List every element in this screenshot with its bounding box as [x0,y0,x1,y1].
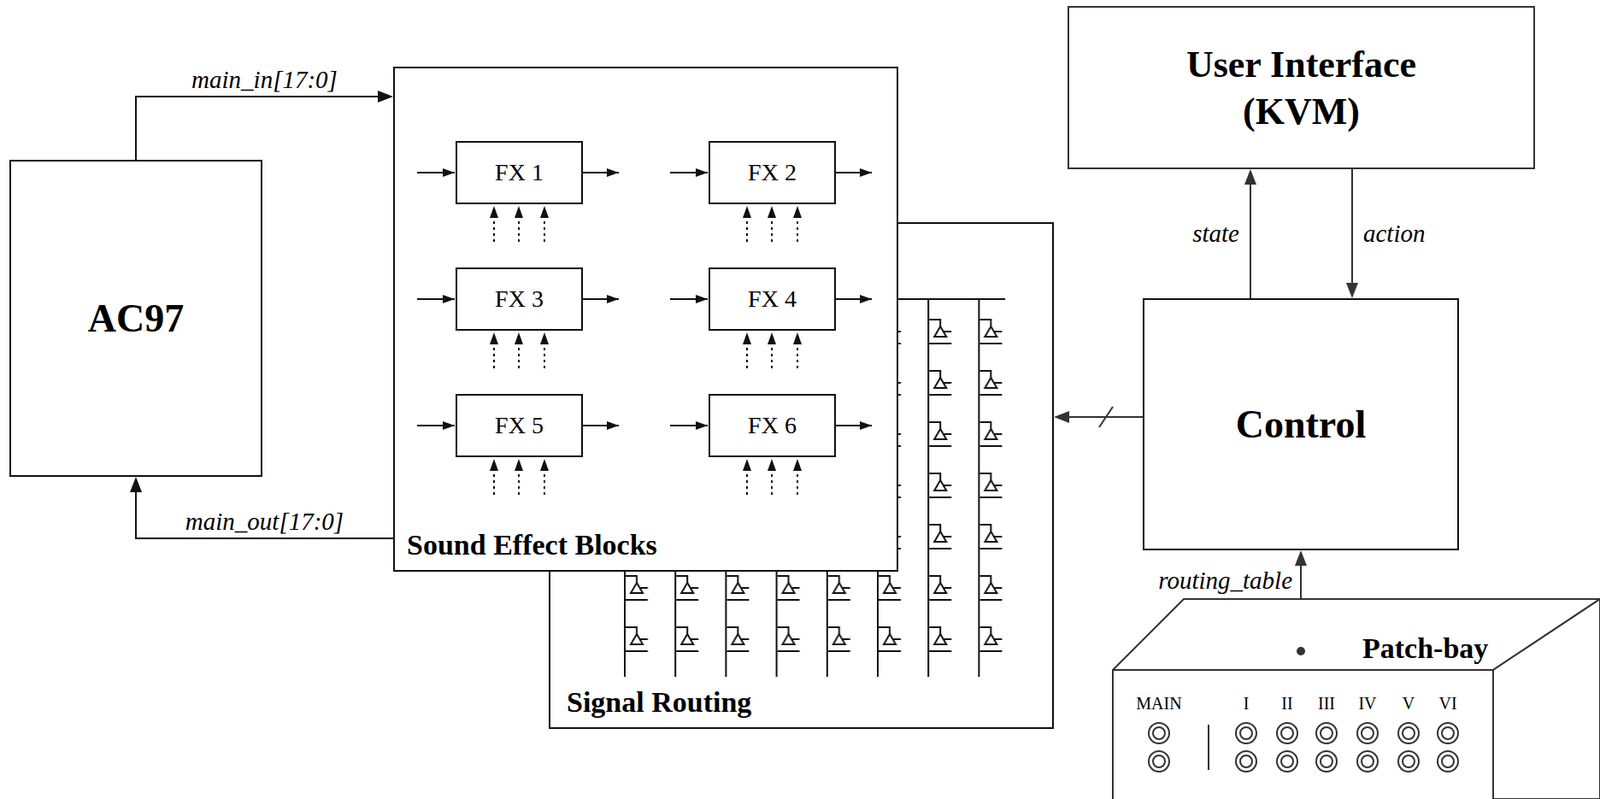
heading-holder: Sound Effect Blocks [406,528,658,564]
jack-socket [1316,723,1337,744]
jack-label: VI [1438,694,1457,714]
jack-socket [1235,723,1257,744]
jack-socket [1240,727,1253,740]
label-holder: Patch-bay [1362,631,1489,665]
panel-heading: Signal Routing [566,686,752,718]
patch-bay: Patch-bayMAINIIIIIIIVVVI [1111,598,1600,799]
connector [1244,169,1257,299]
jack-socket [1398,723,1419,744]
label-holder: I [1243,694,1250,714]
codec-box: AC97 [9,159,263,477]
jack-socket [1276,751,1298,772]
jack-label: IV [1358,694,1377,714]
signal-label: action [1360,220,1429,248]
output-dot [1296,647,1306,656]
jack-socket [1398,751,1419,772]
jack-socket [1281,727,1294,740]
crossbar-matrix [624,299,1030,677]
jack-socket [1402,755,1415,768]
bus-lines [624,299,1006,677]
jack-label: II [1281,694,1293,714]
jack-socket [1281,755,1294,768]
arrow-head [1294,550,1307,566]
heading-holder: Signal Routing [566,685,752,721]
jack-label: MAIN [1135,694,1182,714]
jack-label: I [1243,694,1250,714]
connector [1053,411,1143,424]
effect-block: FX 5 [455,394,583,458]
box-label: FX 1 [494,158,544,188]
panel-border [549,223,1053,729]
jack-label: V [1402,694,1415,714]
arrow-head [1346,282,1359,299]
jack-divider [1207,724,1210,771]
effect-block: FX 1 [455,141,583,205]
arrow-head [1244,169,1257,185]
jack-socket [1235,751,1257,772]
jack-socket [1316,751,1337,772]
jack-socket [1152,727,1165,740]
jack-label: III [1317,694,1336,714]
jack-socket [1148,751,1170,772]
arrow-head [1053,411,1070,424]
jack-socket [1357,751,1378,772]
label-holder: MAIN [1135,694,1182,714]
jack-socket [1437,723,1459,744]
signal-label: state [1189,220,1242,248]
jack-socket [1361,755,1374,768]
box-label: FX 4 [747,284,797,314]
label-holder: VI [1438,694,1457,714]
jack-socket [1320,727,1333,740]
box-label: FX 5 [494,411,544,441]
connector-line [1351,169,1353,283]
jack-socket [1402,727,1415,740]
connector [1346,169,1359,299]
arrow-head [377,90,394,103]
jack-socket [1441,727,1454,740]
panel-heading: Patch-bay [1362,631,1489,665]
jack-socket [1148,723,1170,744]
effect-block: FX 6 [708,394,836,458]
effect-block: FX 3 [455,267,583,331]
label-holder: III [1317,694,1336,714]
panel-heading: Sound Effect Blocks [406,529,658,561]
box-label: User Interface (KVM) [1147,41,1456,136]
signal-label: main_out[17:0] [182,508,347,536]
box-label: FX 2 [747,158,797,188]
control-box: Control [1142,298,1459,551]
label-holder: IV [1358,694,1377,714]
connector [129,476,394,539]
patch-bay-outline [1111,598,1600,799]
jack-socket [1361,727,1374,740]
signal-label: main_in[17:0] [188,66,341,95]
box-side [1493,599,1600,799]
box-front [1112,670,1494,799]
jack-socket [1320,755,1333,768]
jack-socket [1437,751,1459,772]
box-label: Control [1235,400,1367,448]
box-label: FX 6 [747,411,797,441]
jack-socket [1441,755,1454,768]
label-holder: V [1402,694,1415,714]
jack-socket [1240,755,1253,768]
connector-line [135,492,394,539]
jack-socket [1152,755,1165,768]
connector-line [1249,184,1252,299]
signal-label: routing_table [1155,567,1295,595]
jack-socket [1276,723,1298,744]
effect-block: FX 2 [708,141,836,205]
label-holder: II [1281,694,1293,714]
effects-panel: Sound Effect Blocks FX 1 FX 2 FX 3 FX 4 FX 5 F… [393,66,899,572]
arrow-head [129,476,142,493]
connector [135,90,394,160]
connector-line [1069,416,1143,418]
interface-box: User Interface (KVM) [1067,5,1536,170]
connector-line [135,96,378,160]
jack-socket [1357,723,1378,744]
box-label: FX 3 [494,284,544,314]
effect-block: FX 4 [708,267,836,331]
box-label: AC97 [88,294,184,342]
